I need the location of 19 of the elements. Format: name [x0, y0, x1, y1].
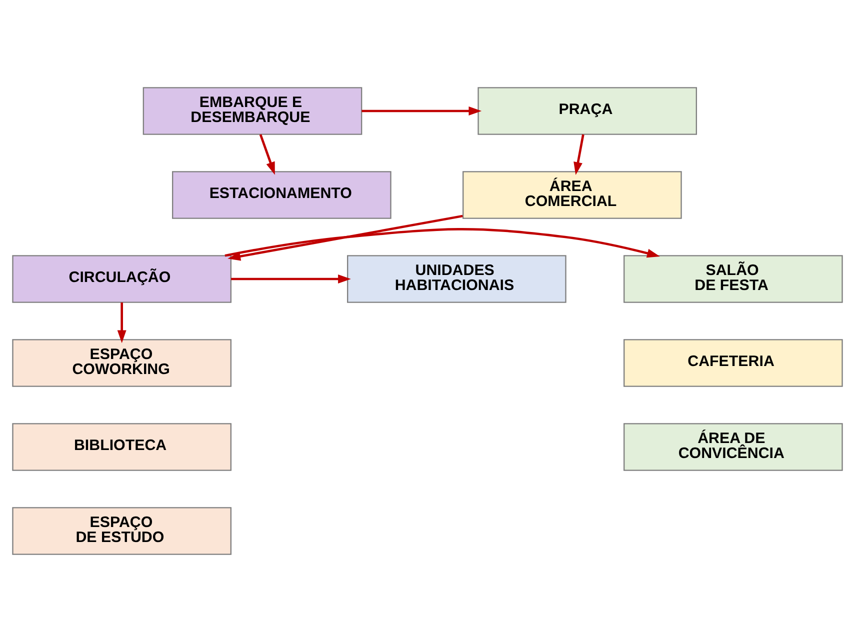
node-box: ÁREA COMERCIAL	[462, 171, 682, 219]
node-box: CAFETERIA	[624, 339, 843, 387]
arrow	[228, 214, 463, 261]
node-box: EMBARQUE E DESEMBARQUE	[142, 87, 362, 135]
node-box: ESPAÇO COWORKING	[12, 339, 232, 387]
arrow	[231, 274, 351, 284]
node-box: CIRCULAÇÃO	[12, 255, 232, 303]
node-box: SALÃO DE FESTA	[624, 255, 843, 303]
arrow	[574, 134, 584, 176]
node-box: UNIDADES HABITACIONAIS	[347, 255, 566, 303]
arrow	[117, 302, 126, 344]
arrow	[224, 228, 660, 258]
node-box: ESPAÇO DE ESTUDO	[12, 507, 232, 555]
arrow	[362, 106, 482, 116]
node-box: ÁREA DE CONVICÊNCIA	[624, 423, 843, 471]
node-box: BIBLIOTECA	[12, 423, 232, 471]
arrow	[259, 134, 275, 175]
node-box: PRAÇA	[478, 87, 697, 135]
node-box: ESTACIONAMENTO	[172, 171, 392, 219]
